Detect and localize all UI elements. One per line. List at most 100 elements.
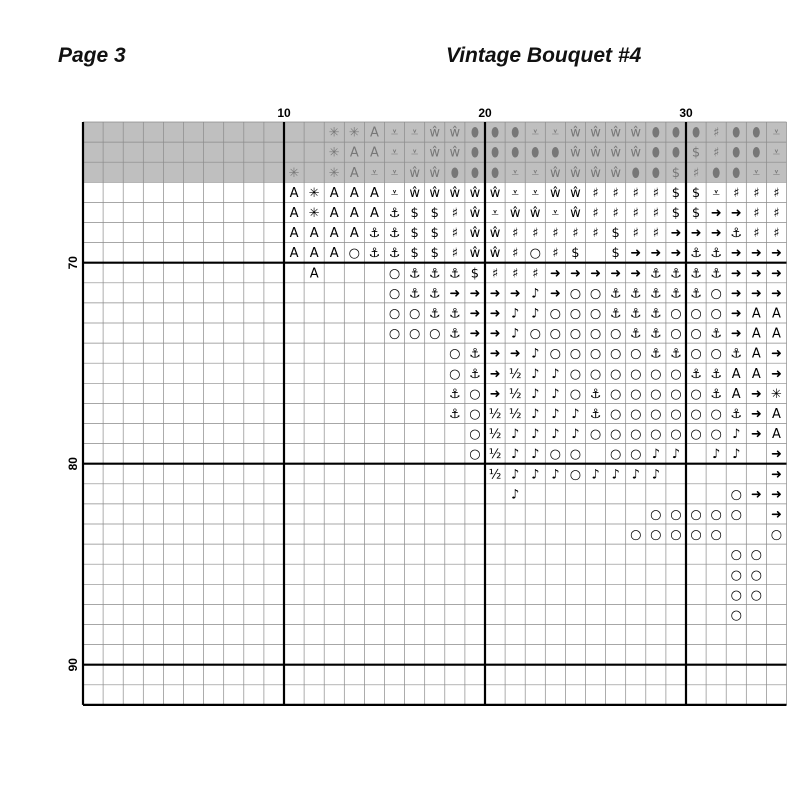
- stitch-symbol: A: [290, 246, 299, 261]
- stitch-symbol: A: [350, 206, 359, 221]
- stitch-symbol: ○: [389, 327, 400, 342]
- stitch-symbol: ⬮: [652, 166, 660, 181]
- stitch-symbol: ➜: [771, 246, 782, 261]
- stitch-symbol: ○: [590, 367, 601, 382]
- stitch-symbol: ⚓: [710, 327, 722, 342]
- stitch-symbol: ♯: [653, 206, 659, 221]
- stitch-symbol: ⬮: [471, 166, 479, 181]
- stitch-symbol: ⚓: [590, 387, 602, 402]
- stitch-symbol: ⬮: [732, 126, 740, 141]
- stitch-symbol: ♯: [633, 186, 639, 201]
- stitch-symbol: ➜: [771, 467, 782, 482]
- stitch-symbol: ⚓: [409, 266, 421, 281]
- stitch-symbol: ➜: [570, 266, 581, 281]
- stitch-symbol: ○: [570, 286, 581, 301]
- stitch-symbol: ŵ: [610, 146, 621, 161]
- stitch-symbol: ♪: [531, 467, 539, 482]
- stitch-symbol: ♯: [592, 206, 598, 221]
- stitch-symbol: ➜: [711, 226, 722, 241]
- stitch-symbol: A: [772, 306, 781, 321]
- stitch-symbol: A: [370, 186, 379, 201]
- stitch-symbol: ⚓: [690, 246, 702, 261]
- stitch-symbol: $: [692, 146, 700, 161]
- column-number: 30: [679, 106, 693, 120]
- stitch-symbol: ♪: [531, 427, 539, 442]
- stitch-symbol: ŵ: [570, 146, 581, 161]
- stitch-symbol: A: [310, 226, 319, 241]
- stitch-symbol: ŵ: [429, 166, 440, 181]
- stitch-symbol: ○: [751, 548, 762, 563]
- stitch-symbol: ⬮: [652, 126, 660, 141]
- stitch-symbol: A: [330, 186, 339, 201]
- stitch-symbol: ○: [670, 306, 681, 321]
- row-number: 90: [66, 658, 80, 672]
- stitch-symbol: ○: [630, 427, 641, 442]
- stitch-symbol: ⩡: [532, 166, 539, 181]
- stitch-symbol: ♯: [512, 226, 518, 241]
- stitch-symbol: A: [350, 166, 359, 181]
- stitch-symbol: A: [330, 206, 339, 221]
- stitch-symbol: ♪: [511, 447, 519, 462]
- stitch-symbol: ⬮: [672, 126, 680, 141]
- stitch-symbol: ⩡: [511, 166, 518, 181]
- stitch-symbol: ♯: [452, 246, 458, 261]
- stitch-symbol: ⚓: [469, 367, 481, 382]
- stitch-symbol: ○: [409, 327, 420, 342]
- stitch-symbol: ○: [469, 447, 480, 462]
- stitch-symbol: ➜: [751, 387, 762, 402]
- stitch-symbol: ♯: [753, 206, 759, 221]
- stitch-symbol: ŵ: [530, 206, 541, 221]
- stitch-symbol: ⚓: [610, 306, 622, 321]
- stitch-symbol: ➜: [469, 306, 480, 321]
- stitch-symbol: ○: [610, 387, 621, 402]
- stitch-symbol: ♯: [713, 146, 719, 161]
- stitch-symbol: ○: [389, 306, 400, 321]
- stitch-symbol: ○: [710, 528, 721, 543]
- stitch-symbol: ➜: [630, 266, 641, 281]
- stitch-symbol: ⚓: [670, 266, 682, 281]
- stitch-symbol: ○: [429, 327, 440, 342]
- stitch-symbol: A: [370, 206, 379, 221]
- stitch-symbol: ○: [670, 367, 681, 382]
- stitch-symbol: ŵ: [590, 146, 601, 161]
- stitch-symbol: ♪: [551, 467, 559, 482]
- stitch-symbol: ♯: [512, 246, 518, 261]
- stitch-symbol: ♯: [633, 226, 639, 241]
- stitch-symbol: ○: [610, 327, 621, 342]
- stitch-symbol: ○: [570, 347, 581, 362]
- stitch-symbol: ○: [731, 588, 742, 603]
- stitch-symbol: ⚓: [650, 347, 662, 362]
- stitch-symbol: $: [411, 246, 419, 261]
- stitch-symbol: ŵ: [490, 246, 501, 261]
- stitch-symbol: ⩡: [773, 126, 780, 141]
- stitch-symbol: ➜: [771, 286, 782, 301]
- stitch-symbol: ♪: [531, 306, 539, 321]
- stitch-symbol: ⬮: [511, 126, 519, 141]
- stitch-symbol: ŵ: [450, 146, 461, 161]
- stitch-symbol: ○: [349, 246, 360, 261]
- stitch-symbol: ○: [550, 447, 561, 462]
- stitch-symbol: ⚓: [429, 286, 441, 301]
- stitch-symbol: ⚓: [429, 306, 441, 321]
- stitch-symbol: ○: [610, 367, 621, 382]
- stitch-symbol: ŵ: [490, 226, 501, 241]
- stitch-symbol: A: [772, 427, 781, 442]
- stitch-symbol: ○: [630, 528, 641, 543]
- stitch-symbol: ŵ: [429, 146, 440, 161]
- stitch-symbol: ♯: [552, 226, 558, 241]
- stitch-symbol: ⚓: [630, 286, 642, 301]
- stitch-symbol: ○: [710, 347, 721, 362]
- stitch-symbol: ○: [630, 347, 641, 362]
- stitch-symbol: ○: [570, 467, 581, 482]
- stitch-symbol: ⩡: [411, 146, 418, 161]
- stitch-symbol: ⬮: [732, 146, 740, 161]
- stitch-symbol: ♪: [551, 427, 559, 442]
- stitch-symbol: ⩡: [391, 186, 398, 201]
- stitch-symbol: ○: [670, 327, 681, 342]
- stitch-symbol: ♪: [531, 286, 539, 301]
- stitch-symbol: ŵ: [470, 186, 481, 201]
- stitch-symbol: ➜: [550, 286, 561, 301]
- stitch-symbol: ➜: [490, 327, 501, 342]
- stitch-symbol: ⬮: [752, 146, 760, 161]
- stitch-symbol: ŵ: [550, 166, 561, 181]
